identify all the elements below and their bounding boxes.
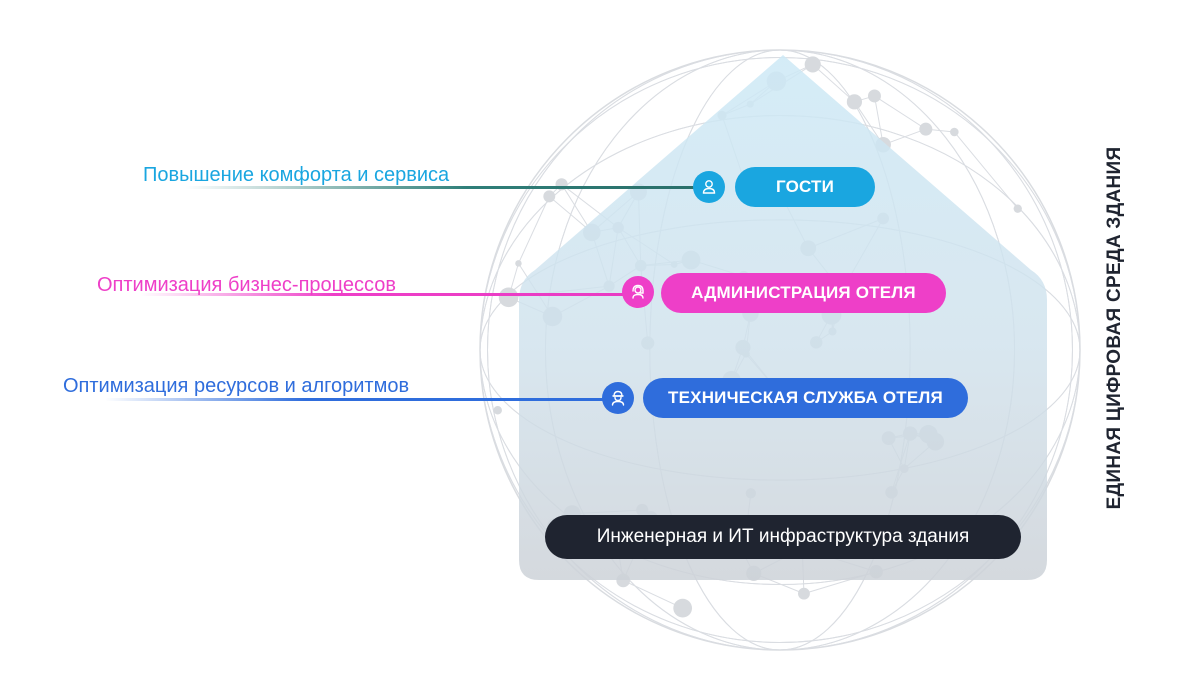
globe-node <box>673 598 693 618</box>
side-title-vertical: ЕДИНАЯ ЦИФРОВАЯ СРЕДА ЗДАНИЯ <box>1104 146 1125 510</box>
connector-line-guests <box>185 186 697 189</box>
globe-node <box>804 56 821 73</box>
globe-node <box>798 587 810 600</box>
globe-node <box>493 405 502 415</box>
globe-link <box>853 101 884 146</box>
globe-node <box>846 94 863 110</box>
headset-operator-icon <box>622 276 654 308</box>
globe-node <box>919 122 933 136</box>
goal-label-business: Оптимизация бизнес-процессов <box>97 274 396 296</box>
infrastructure-label: Инженерная и ИТ инфраструктура здания <box>545 515 1021 559</box>
globe-link <box>874 95 927 130</box>
globe-node <box>950 127 959 137</box>
technician-helmet-icon <box>602 382 634 414</box>
globe-link <box>518 196 550 264</box>
globe-link <box>548 196 593 233</box>
connector-line-tech <box>105 398 605 401</box>
globe-node <box>515 260 522 267</box>
goal-label-resources: Оптимизация ресурсов и алгоритмов <box>63 375 410 397</box>
connector-line-admin <box>140 293 624 296</box>
globe-link <box>561 184 593 233</box>
globe-link <box>622 580 683 609</box>
globe-node <box>543 190 556 203</box>
role-pill-administration: АДМИНИСТРАЦИЯ ОТЕЛЯ <box>661 273 946 313</box>
goal-label-comfort: Повышение комфорта и сервиса <box>143 164 450 186</box>
globe-link <box>953 131 1019 209</box>
globe-link <box>812 64 855 103</box>
role-pill-guests: ГОСТИ <box>735 167 875 207</box>
guest-person-icon <box>693 171 725 203</box>
globe-parallel <box>480 57 1080 643</box>
globe-link <box>873 95 884 145</box>
globe-node <box>867 89 881 103</box>
role-pill-technical-service: ТЕХНИЧЕСКАЯ СЛУЖБА ОТЕЛЯ <box>643 378 968 418</box>
globe-node <box>1013 204 1022 213</box>
globe-meridian <box>487 50 1073 650</box>
globe-node <box>498 287 519 308</box>
